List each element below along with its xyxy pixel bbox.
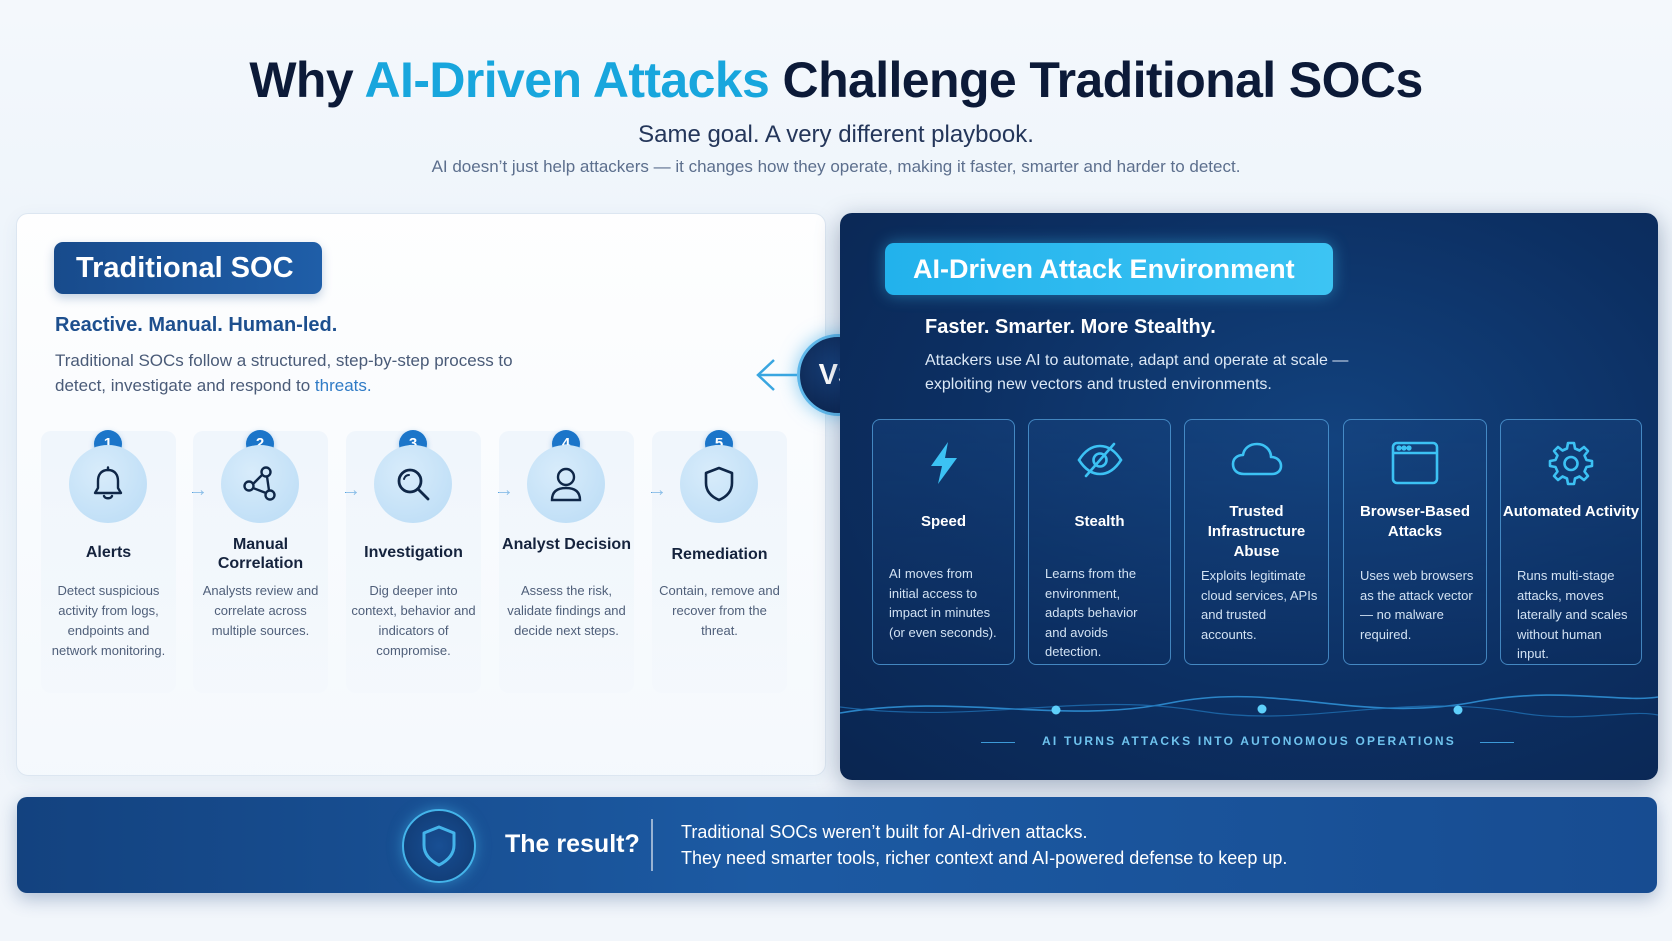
step-title: Analyst Decision <box>502 536 631 553</box>
ai-attack-panel: AI-Driven Attack Environment Faster. Sma… <box>840 213 1658 780</box>
traditional-desc-accent: threats. <box>314 376 372 395</box>
gear-icon <box>1548 441 1594 486</box>
tagline-divider <box>1480 742 1514 743</box>
step-description: Dig deeper into context, behavior and in… <box>351 583 476 658</box>
result-line-2: They need smarter tools, richer context … <box>681 848 1288 868</box>
step-icon-circle <box>374 445 452 523</box>
card-browser-based: Browser-Based Attacks Uses web browsers … <box>1343 419 1487 665</box>
network-nodes-icon <box>243 466 276 501</box>
shield-icon <box>422 825 456 867</box>
eye-slash-icon <box>1076 442 1123 478</box>
bell-icon <box>93 466 123 500</box>
step-title: Alerts <box>85 544 132 561</box>
ai-attack-label: AI-Driven Attack Environment <box>885 243 1333 295</box>
step-description: Assess the risk, validate findings and d… <box>507 583 626 638</box>
ai-attack-tagline: Faster. Smarter. More Stealthy. <box>925 316 1216 338</box>
page-description: AI doesn’t just help attackers — it chan… <box>431 157 1241 176</box>
step-alerts: 1 Alerts Detect suspicious activity from… <box>41 430 176 693</box>
ai-footer-tagline: AI TURNS ATTACKS INTO AUTONOMOUS OPERATI… <box>1042 734 1456 748</box>
attack-cards: Speed AI moves from initial access to im… <box>872 419 1642 669</box>
card-description: AI moves from initial access to impact i… <box>889 566 997 640</box>
result-text: Traditional SOCs weren’t built for AI-dr… <box>681 819 1287 871</box>
header: Why AI-Driven Attacks Challenge Traditio… <box>0 50 1672 178</box>
card-title: Trusted Infrastructure Abuse <box>1207 503 1306 560</box>
result-label: The result? <box>505 830 640 858</box>
step-manual-correlation: 2 Manual Correlation Analysts review and… <box>193 430 328 693</box>
card-trusted-infrastructure: Trusted Infrastructure Abuse Exploits le… <box>1184 419 1329 665</box>
card-speed: Speed AI moves from initial access to im… <box>872 419 1015 665</box>
browser-window-icon <box>1391 441 1439 485</box>
card-stealth: Stealth Learns from the environment, ada… <box>1028 419 1171 665</box>
step-description: Detect suspicious activity from logs, en… <box>51 583 166 658</box>
card-title: Browser-Based Attacks <box>1359 503 1471 540</box>
card-title: Stealth <box>1074 513 1125 530</box>
page-title: Why AI-Driven Attacks Challenge Traditio… <box>0 50 1672 110</box>
card-automated-activity: Automated Activity Runs multi-stage atta… <box>1500 419 1642 665</box>
result-banner: The result? Traditional SOCs weren’t bui… <box>17 797 1657 893</box>
step-investigation: 3 Investigation Dig deeper into context,… <box>346 430 481 693</box>
traditional-soc-tagline: Reactive. Manual. Human-led. <box>55 314 338 336</box>
step-icon-circle <box>527 445 605 523</box>
card-description: Runs multi-stage attacks, moves laterall… <box>1517 568 1628 661</box>
card-description: Learns from the environment, adapts beha… <box>1045 566 1138 659</box>
wave-node <box>1051 705 1061 715</box>
lightning-icon <box>930 442 957 484</box>
wave-decoration <box>840 694 1658 718</box>
step-title: Remediation <box>671 546 768 563</box>
cloud-icon <box>1231 442 1282 476</box>
step-analyst-decision: 4 Analyst Decision Assess the risk, vali… <box>499 430 634 693</box>
step-icon-circle <box>221 445 299 523</box>
banner-divider <box>651 819 653 871</box>
result-line-1: Traditional SOCs weren’t built for AI-dr… <box>681 822 1088 842</box>
ai-attack-description: Attackers use AI to automate, adapt and … <box>925 352 1349 393</box>
result-shield-circle <box>402 809 476 883</box>
step-description: Contain, remove and recover from the thr… <box>659 583 780 638</box>
process-steps: 1 Alerts Detect suspicious activity from… <box>41 419 811 709</box>
step-remediation: 5 Remediation Contain, remove and recove… <box>652 430 787 693</box>
traditional-soc-label: Traditional SOC <box>54 242 322 294</box>
title-suffix: Challenge Traditional SOCs <box>769 52 1424 108</box>
magnifier-icon <box>397 468 430 501</box>
card-title: Speed <box>920 513 966 530</box>
shield-icon <box>704 466 734 502</box>
title-prefix: Why <box>249 52 365 108</box>
page-subtitle: Same goal. A very different playbook. <box>638 121 1034 148</box>
traditional-soc-description: Traditional SOCs follow a structured, st… <box>55 348 535 398</box>
step-icon-circle <box>680 445 758 523</box>
card-description: Exploits legitimate cloud services, APIs… <box>1201 568 1318 642</box>
wave-node <box>1257 704 1267 714</box>
wave-node <box>1453 705 1463 715</box>
person-icon <box>550 467 582 502</box>
traditional-soc-panel: Traditional SOC Reactive. Manual. Human-… <box>16 213 826 776</box>
card-title: Automated Activity <box>1502 503 1640 520</box>
tagline-divider <box>981 742 1015 743</box>
title-highlight: AI-Driven Attacks <box>364 52 770 108</box>
step-title: Investigation <box>364 544 463 561</box>
step-icon-circle <box>69 445 147 523</box>
card-description: Uses web browsers as the attack vector —… <box>1360 568 1474 642</box>
traditional-desc-main: Traditional SOCs follow a structured, st… <box>55 351 513 395</box>
step-description: Analysts review and correlate across mul… <box>202 583 319 638</box>
step-title: Manual Correlation <box>217 536 304 572</box>
